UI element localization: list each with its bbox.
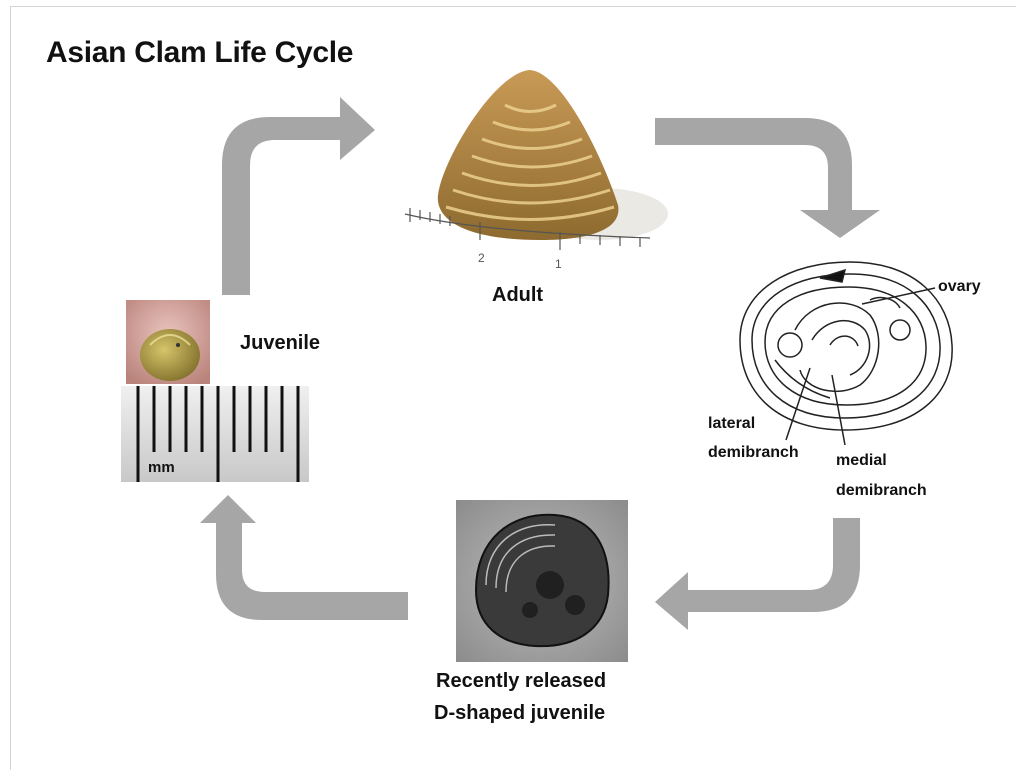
ruler-label-2: 2 xyxy=(478,251,485,265)
lateral-demibranch-label-line1: lateral xyxy=(708,413,755,434)
juvenile-clam-image xyxy=(126,300,210,384)
medial-demibranch-label-line2: demibranch xyxy=(836,480,927,501)
adult-label: Adult xyxy=(492,284,543,307)
juvenile-label: Juvenile xyxy=(240,332,320,355)
ruler-unit-label: mm xyxy=(148,459,175,476)
arrow-anatomy-to-d-juvenile xyxy=(655,518,860,630)
mm-ruler-image: mm xyxy=(121,386,309,482)
ruler-label-1: 1 xyxy=(555,257,562,271)
lateral-demibranch-label-line2: demibranch xyxy=(708,442,799,463)
arrow-d-juvenile-to-juvenile xyxy=(200,495,408,620)
d-juvenile-label-line2: D-shaped juvenile xyxy=(434,702,605,725)
medial-demibranch-label-line1: medial xyxy=(836,450,887,471)
clam-anatomy-drawing xyxy=(740,262,952,445)
ovary-label: ovary xyxy=(938,276,981,297)
d-shaped-juvenile-image xyxy=(456,500,628,662)
arrow-adult-to-anatomy xyxy=(655,118,880,238)
d-juvenile-label-line1: Recently released xyxy=(436,670,606,693)
arrow-juvenile-to-adult xyxy=(222,97,375,295)
adult-clam-image: 2 1 xyxy=(405,70,668,271)
